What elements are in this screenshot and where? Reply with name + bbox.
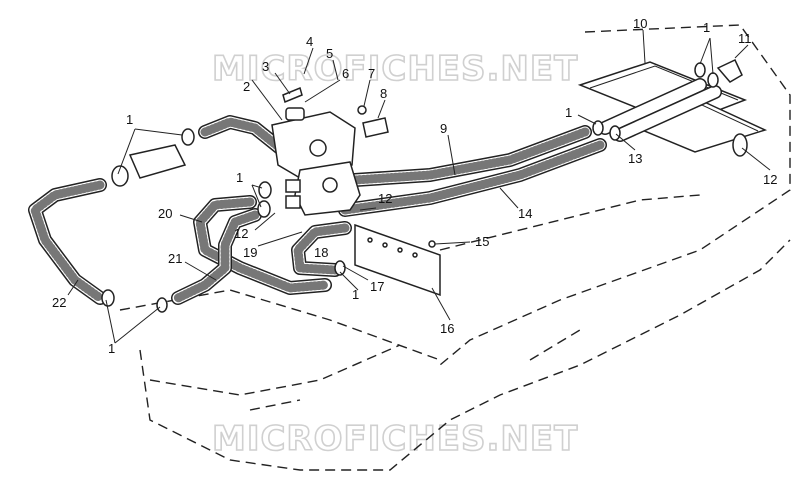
watermark-bottom: MICROFICHES.NET (212, 419, 578, 459)
callout-20: 20 (158, 206, 172, 221)
callout-7: 7 (368, 66, 375, 81)
callout-1-right: 1 (565, 105, 572, 120)
callout-labels: 1 1 1 1 1 1 2 3 4 5 6 7 8 9 10 11 12 12 … (52, 16, 777, 356)
watermark-top: MICROFICHES.NET (212, 49, 578, 89)
callout-4: 4 (306, 34, 313, 49)
callout-14: 14 (518, 206, 532, 221)
callout-10: 10 (633, 16, 647, 31)
callout-12-center: 12 (378, 191, 392, 206)
callout-2: 2 (243, 79, 250, 94)
callout-16: 16 (440, 321, 454, 336)
callout-12-right: 12 (763, 172, 777, 187)
callout-1-bottom-left: 1 (108, 341, 115, 356)
callout-19: 19 (243, 245, 257, 260)
coolant-reservoir (271, 107, 356, 179)
callout-22: 22 (52, 295, 66, 310)
callout-18: 18 (314, 245, 328, 260)
callout-9: 9 (440, 121, 447, 136)
callout-15: 15 (475, 234, 489, 249)
hoses (28, 78, 722, 305)
callout-1-bottom: 1 (352, 287, 359, 302)
callout-13: 13 (628, 151, 642, 166)
callout-1-top-left: 1 (126, 112, 133, 127)
callout-1-middle: 1 (236, 170, 243, 185)
callout-11: 11 (738, 31, 752, 46)
bracket (354, 223, 441, 297)
callout-21: 21 (168, 251, 182, 266)
clamps (101, 59, 748, 313)
callout-1-top-right: 1 (703, 20, 710, 35)
pump-manifold (285, 161, 361, 216)
callout-5: 5 (326, 46, 333, 61)
callout-12-left: 12 (234, 226, 248, 241)
callout-3: 3 (262, 59, 269, 74)
callout-17: 17 (370, 279, 384, 294)
callout-6: 6 (342, 66, 349, 81)
leader-lines (67, 29, 771, 344)
callout-8: 8 (380, 86, 387, 101)
